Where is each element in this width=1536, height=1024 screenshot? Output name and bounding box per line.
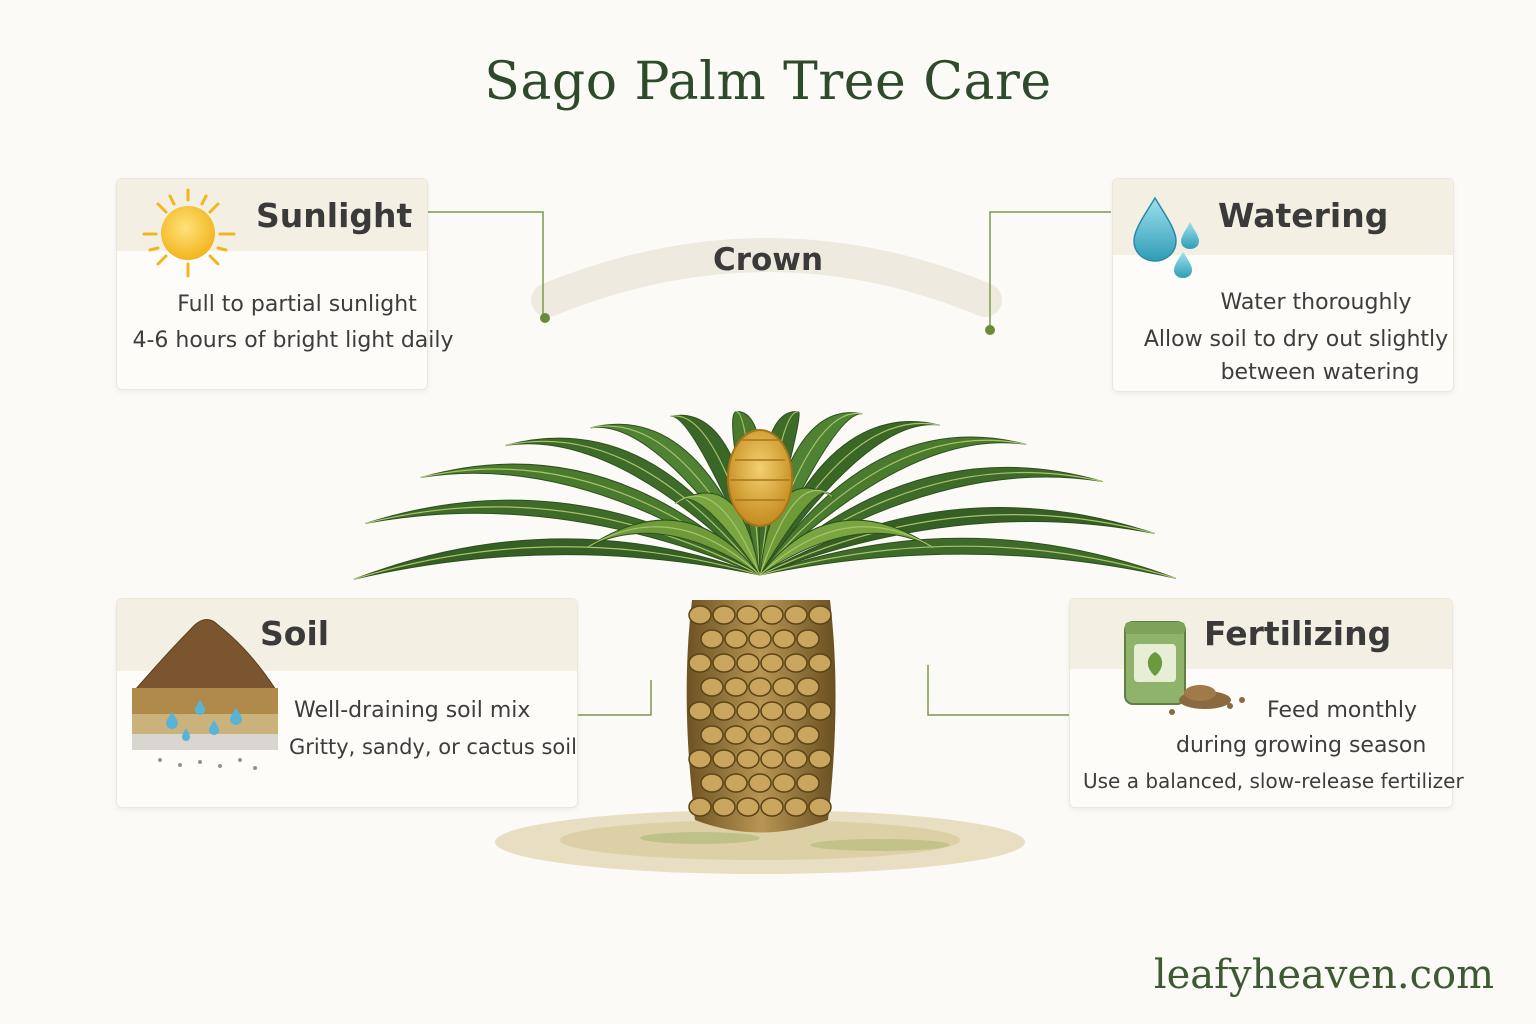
crown-arc	[531, 238, 1002, 317]
fertilizing-line-3: Use a balanced, slow-release fertilizer	[1083, 769, 1464, 793]
sunlight-title: Sunlight	[256, 196, 413, 235]
watering-line-1: Water thoroughly	[1220, 290, 1412, 315]
soil-line-1: Well-draining soil mix	[294, 698, 531, 723]
watering-title: Watering	[1218, 196, 1389, 235]
soil-title: Soil	[260, 614, 330, 653]
connector-dot	[540, 313, 550, 323]
sunlight-line-1: Full to partial sunlight	[177, 292, 417, 317]
fertilizing-line-2: during growing season	[1176, 733, 1427, 758]
connector-dot	[985, 325, 995, 335]
sunlight-line-2: 4-6 hours of bright light daily	[132, 328, 454, 353]
palm-trunk	[686, 600, 836, 833]
crown-label: Crown	[712, 242, 824, 278]
soil-line-2: Gritty, sandy, or cactus soil	[289, 735, 577, 759]
watering-line-2: Allow soil to dry out slightly	[1143, 327, 1449, 352]
connector-lines	[427, 211, 1111, 716]
watering-line-3: between watering	[1220, 360, 1420, 385]
fertilizing-line-1: Feed monthly	[1267, 698, 1418, 723]
palm-fronds	[353, 411, 1177, 580]
palm-cone	[727, 429, 793, 527]
page-title: Sago Palm Tree Care	[484, 52, 1052, 112]
fertilizing-title: Fertilizing	[1204, 614, 1392, 653]
site-url: leafyheaven.com	[1153, 952, 1494, 998]
